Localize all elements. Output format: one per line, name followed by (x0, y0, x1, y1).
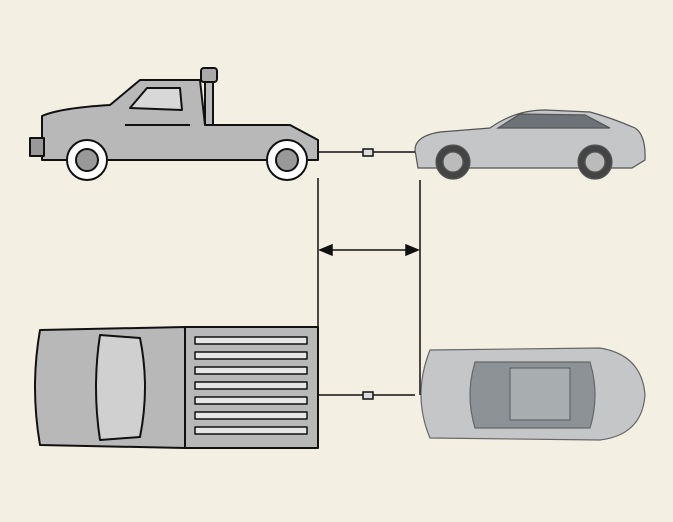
tow-line-side (318, 148, 415, 157)
tow-line-top (318, 391, 415, 400)
distance-arrow-icon (317, 178, 421, 395)
car-side-icon (414, 109, 646, 180)
tow-truck-side-icon (29, 67, 319, 181)
tow-truck-top-icon (34, 326, 319, 449)
car-top-icon (420, 347, 646, 441)
